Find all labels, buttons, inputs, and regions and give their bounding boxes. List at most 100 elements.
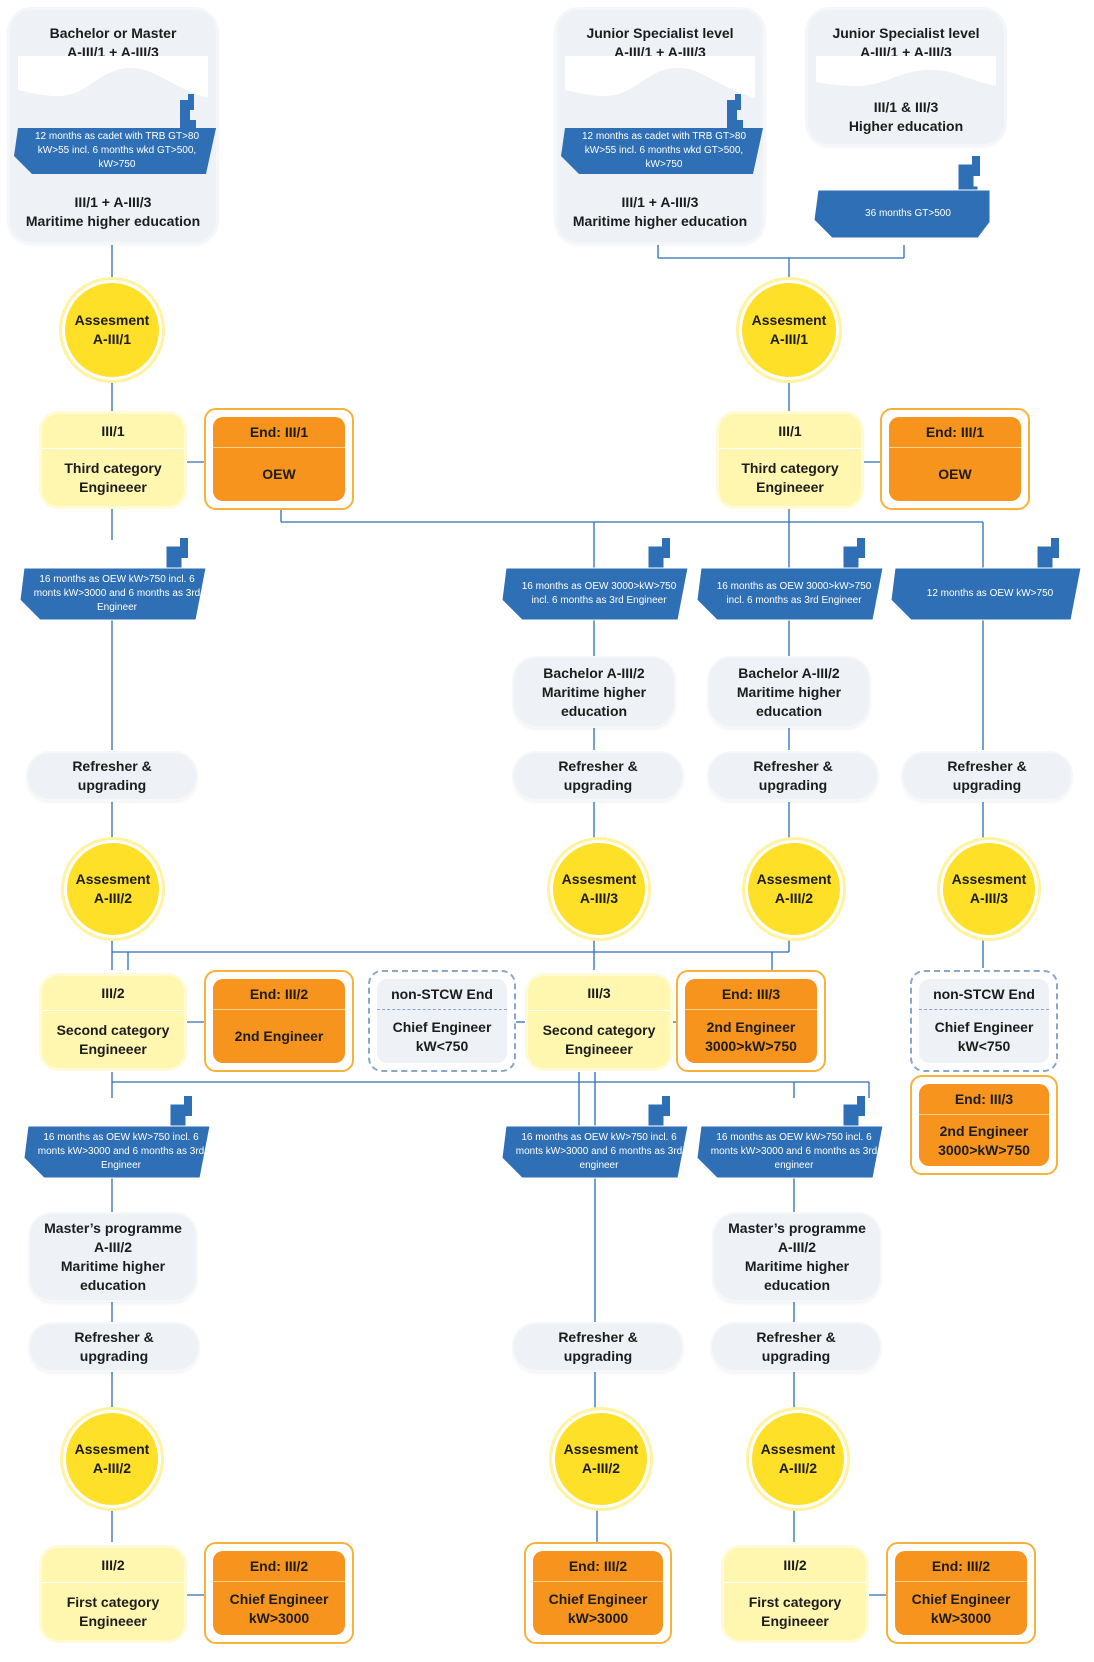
card-wave <box>565 56 755 98</box>
card-wave <box>816 56 996 86</box>
card-footer-line2: Maritime higher education <box>25 213 201 229</box>
box-header: End: III/3 <box>919 1084 1049 1115</box>
box-body-line2: 3000>kW>750 <box>938 1141 1030 1158</box>
card-line2: upgrading <box>77 777 147 793</box>
box-body-line2: kW<750 <box>957 1037 1011 1054</box>
card-footer-line2: Higher education <box>848 118 964 134</box>
box-header: III/2 <box>724 1548 866 1583</box>
box-body-line1: Third category <box>64 459 162 476</box>
box-header: End: III/3 <box>685 979 817 1010</box>
ship-oew-16-months: 16 months as OEW 3000>kW>750 incl. 6 mon… <box>500 532 690 622</box>
card-title: Junior Specialist level <box>832 25 980 41</box>
box-body-line1: Chief Engineer <box>392 1018 492 1035</box>
box-header: non-STCW End <box>919 979 1049 1010</box>
card-line2: Maritime higher <box>541 683 647 700</box>
box-header: III/2 <box>42 976 184 1011</box>
assessment-label: Assesment <box>561 871 637 887</box>
assessment-code: A-III/3 <box>579 890 619 906</box>
refresher-upgrading-card: Refresher &upgrading <box>514 753 682 799</box>
card-line1: Master’s programme <box>44 1220 182 1236</box>
box-header: III/1 <box>42 414 184 449</box>
card-line2: upgrading <box>758 777 828 793</box>
card-line1: Refresher & <box>947 758 1027 774</box>
box-body-line2: 3000>kW>750 <box>705 1037 797 1054</box>
box-header: End: III/2 <box>213 979 345 1010</box>
card-line3: Maritime higher <box>60 1258 166 1274</box>
refresher-upgrading-card: Refresher &upgrading <box>514 1324 682 1370</box>
assessment-label: Assesment <box>760 1441 836 1457</box>
ship-label: 12 months as cadet with TRB GT>80 kW>55 … <box>581 131 747 170</box>
assessment-code: A-III/1 <box>92 331 132 347</box>
card-line2: upgrading <box>761 1348 831 1364</box>
box-header: non-STCW End <box>377 979 507 1010</box>
box-body: OEW <box>938 466 972 482</box>
assessment-label: Assesment <box>75 871 151 887</box>
ship-36-months: 36 months GT>500 <box>810 150 1002 240</box>
card-line2: A-III/2 <box>777 1239 817 1255</box>
ship-oew-16-months: 16 months as OEW kW>750 incl. 6 monts kW… <box>500 1090 690 1180</box>
refresher-upgrading-card: Refresher &upgrading <box>30 1324 198 1370</box>
assessment-code: A-III/1 <box>769 331 809 347</box>
box-header: End: III/1 <box>889 417 1021 448</box>
end-2nd-engineer-box: End: III/3 2nd Engineer 3000>kW>750 <box>910 1075 1058 1175</box>
box-body-line2: kW>3000 <box>930 1609 992 1626</box>
box-body-line1: Chief Engineer <box>934 1018 1034 1035</box>
card-footer-line1: III/1 + A-III/3 <box>74 194 152 210</box>
box-body-line2: Engineeer <box>79 478 147 495</box>
ship-label: 36 months GT>500 <box>865 208 951 219</box>
box-header: III/1 <box>719 414 861 449</box>
card-line2: upgrading <box>563 777 633 793</box>
box-body-line1: Third category <box>741 459 839 476</box>
card-line1: Bachelor A-III/2 <box>543 664 645 681</box>
box-header: End: III/2 <box>533 1551 663 1582</box>
box-header: End: III/2 <box>213 1551 345 1582</box>
card-line4: education <box>79 1277 147 1293</box>
box-body-line1: 2nd Engineer <box>939 1122 1029 1139</box>
assessment-code: A-III/2 <box>778 1460 818 1476</box>
assessment-label: Assesment <box>751 312 827 328</box>
ship-label: 16 months as OEW kW>750 incl. 6 monts kW… <box>710 1132 878 1171</box>
card-line3: Maritime higher <box>744 1258 850 1274</box>
card-line4: education <box>763 1277 831 1293</box>
box-body-line1: Second category <box>542 1021 656 1038</box>
assessment-label: Assesment <box>756 871 832 887</box>
refresher-upgrading-card: Refresher & upgrading <box>709 753 877 799</box>
end-oew-box: End: III/1 OEW <box>204 408 354 510</box>
box-body-line2: kW>3000 <box>248 1609 310 1626</box>
box-header: III/3 <box>528 976 670 1011</box>
ship-oew-16-months: 16 months as OEW 3000>kW>750 incl. 6 mon… <box>695 532 885 622</box>
card-line1: Refresher & <box>753 758 833 774</box>
ship-label: 12 months as OEW kW>750 <box>926 588 1054 599</box>
card-line1: Master’s programme <box>728 1220 866 1236</box>
ship-oew-16-months: 16 months as OEW kW>750 incl. 6 monts kW… <box>18 532 208 622</box>
ship-oew-12-months: 12 months as OEW kW>750 <box>889 532 1083 622</box>
ship-label: 16 months as OEW 3000>kW>750 incl. 6 mon… <box>716 581 872 606</box>
ship-cadet-1: 12 months as cadet with TRB GT>80 kW>55 … <box>10 92 216 176</box>
refresher-upgrading-card: Refresher &upgrading <box>712 1324 880 1370</box>
box-body-line2: kW<750 <box>415 1037 469 1054</box>
box-body-line2: Engineeer <box>756 478 824 495</box>
card-line2: upgrading <box>952 777 1022 793</box>
ship-label: 12 months as cadet with TRB GT>80 kW>55 … <box>34 131 200 170</box>
assessment-code: A-III/2 <box>93 890 133 906</box>
box-body: 2nd Engineer <box>234 1028 324 1044</box>
